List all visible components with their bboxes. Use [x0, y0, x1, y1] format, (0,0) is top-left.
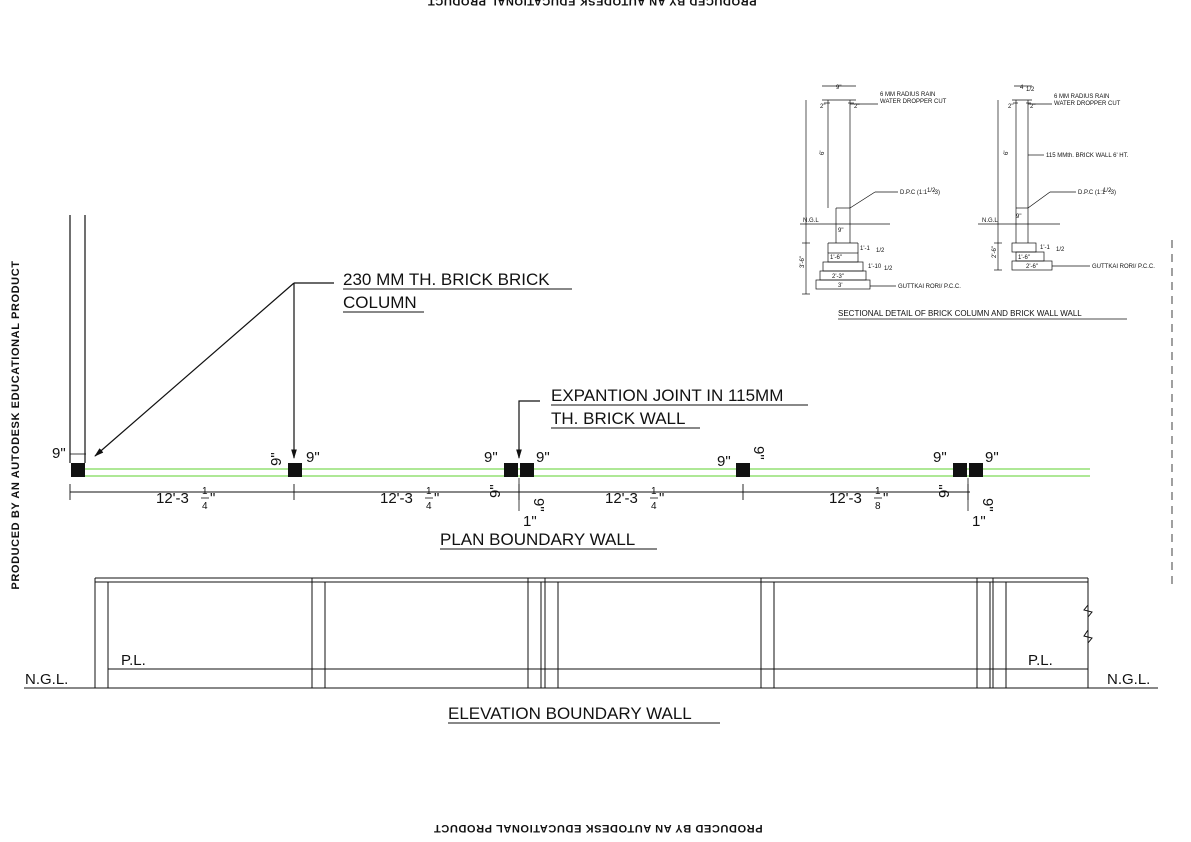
sec-wall-step1: 1'-1 [1040, 245, 1050, 251]
col3-size-left: 9" [484, 449, 498, 466]
pl-left: P.L. [121, 652, 146, 669]
col1-size: 9" [52, 445, 66, 462]
pl-right: P.L. [1028, 652, 1053, 669]
ngl-left: N.G.L. [25, 671, 68, 688]
section-wall-detail [978, 85, 1090, 271]
elevation-view [24, 577, 1158, 689]
sec-col-step2: 1'-6" [830, 255, 842, 261]
sec-col-dpc: D.P.C (1:1 [900, 190, 928, 196]
col3-size-vr: 9" [530, 498, 547, 512]
col2-size-v: 9" [268, 452, 285, 466]
col5-size-vl: 9" [936, 484, 953, 498]
column-3a [504, 463, 518, 477]
sec-col-step1-frac: 1/2 [876, 248, 885, 254]
sec-wall-note-top2: WATER DROPPER CUT [1054, 101, 1121, 107]
sec-col-note-top2: WATER DROPPER CUT [880, 99, 947, 105]
sec-wall-below: 9" [1016, 214, 1021, 220]
joint-callout-line1: EXPANTION JOINT IN 115MM [551, 386, 783, 405]
sec-wall-step1-frac: 1/2 [1056, 247, 1065, 253]
sec-col-pcc: GUTTKAI RORI/ P.C.C. [898, 284, 961, 290]
sec-col-note-top1: 6 MM RADIUS RAIN [880, 92, 935, 98]
column-3b [520, 463, 534, 477]
sec-wall-depth: 2'-6" [992, 246, 998, 258]
sec-col-below: 9" [838, 228, 843, 234]
spacing-tail-1: " [210, 490, 215, 507]
sec-wall-width-frac: 1/2 [1026, 87, 1035, 93]
spacing-frac-den-2: 4 [426, 501, 432, 512]
spacing-frac-den-4: 8 [875, 501, 881, 512]
sec-wall-side-r: 2" [1030, 104, 1035, 110]
column-4 [736, 463, 750, 477]
sec-wall-height: 6' [1004, 151, 1010, 155]
sec-wall-note-top1: 6 MM RADIUS RAIN [1054, 94, 1109, 100]
spacing-label-2: 12'-3 [380, 490, 413, 507]
sec-wall-dpc-frac: 1/2 [1103, 188, 1112, 194]
col3-size-right: 9" [536, 449, 550, 466]
sec-col-depth: 3'-6" [800, 256, 806, 268]
spacing-frac-num-4: 1 [875, 486, 881, 497]
sec-wall-pcc: GUTTKAI RORI/ P.C.C. [1092, 264, 1155, 270]
joint-gap-1: 1" [523, 513, 537, 530]
joint-callout-line2: TH. BRICK WALL [551, 409, 685, 428]
elevation-title: ELEVATION BOUNDARY WALL [448, 704, 692, 723]
sec-wall-note-wall: 115 MMth. BRICK WALL 6' HT. [1046, 153, 1129, 159]
col5-size-right: 9" [985, 449, 999, 466]
spacing-frac-den-1: 4 [202, 501, 208, 512]
plan-title: PLAN BOUNDARY WALL [440, 530, 635, 549]
spacing-frac-num-1: 1 [202, 486, 208, 497]
sec-col-ngl: N.G.L [803, 218, 819, 224]
sec-col-dpc-end: :3) [933, 190, 940, 196]
sec-col-side-l: 2" [820, 104, 825, 110]
sec-wall-width: 4 [1020, 85, 1024, 91]
col5-size-vr: 9" [979, 498, 996, 512]
sec-wall-dpc: D.P.C (1:1 [1078, 190, 1106, 196]
column-5b [969, 463, 983, 477]
spacing-tail-3: " [659, 490, 664, 507]
sec-col-dpc-frac: 1/2 [927, 188, 936, 194]
col2-size-h: 9" [306, 449, 320, 466]
spacing-label-1: 12'-3 [156, 490, 189, 507]
sec-wall-dpc-end: :3) [1109, 190, 1116, 196]
col4-size-v: 9" [750, 446, 767, 460]
col4-size-h: 9" [717, 453, 731, 470]
column-callout-line1: 230 MM TH. BRICK BRICK [343, 270, 550, 289]
joint-gap-2: 1" [972, 513, 986, 530]
ngl-right: N.G.L. [1107, 671, 1150, 688]
col5-size-left: 9" [933, 449, 947, 466]
sec-col-step5: 3' [838, 283, 842, 289]
column-1 [71, 463, 85, 477]
sec-wall-step2: 1'-6" [1018, 255, 1030, 261]
column-callout-line2: COLUMN [343, 293, 417, 312]
spacing-frac-den-3: 4 [651, 501, 657, 512]
sec-col-step3: 1'-10 [868, 264, 882, 270]
sec-col-step4: 2'-3" [832, 274, 844, 280]
spacing-tail-2: " [434, 490, 439, 507]
sec-wall-side-l: 2" [1008, 104, 1013, 110]
section-title: SECTIONAL DETAIL OF BRICK COLUMN AND BRI… [838, 309, 1082, 318]
sec-col-step3-frac: 1/2 [884, 266, 893, 272]
spacing-tail-4: " [883, 490, 888, 507]
column-5a [953, 463, 967, 477]
sec-col-width: 9" [836, 85, 841, 91]
sec-col-side-r: 2" [854, 104, 859, 110]
spacing-frac-num-3: 1 [651, 486, 657, 497]
column-2 [288, 463, 302, 477]
sec-col-step1: 1'-1 [860, 246, 870, 252]
section-column-detail [800, 85, 898, 295]
col3-size-vl: 9" [487, 484, 504, 498]
spacing-frac-num-2: 1 [426, 486, 432, 497]
sec-col-height: 6' [820, 151, 826, 155]
spacing-label-3: 12'-3 [605, 490, 638, 507]
sec-wall-step3: 2'-6" [1026, 264, 1038, 270]
sec-wall-ngl: N.G.L [982, 218, 998, 224]
plan-view: 230 MM TH. BRICK BRICK COLUMN EXPANTION … [52, 215, 1090, 550]
spacing-label-4: 12'-3 [829, 490, 862, 507]
